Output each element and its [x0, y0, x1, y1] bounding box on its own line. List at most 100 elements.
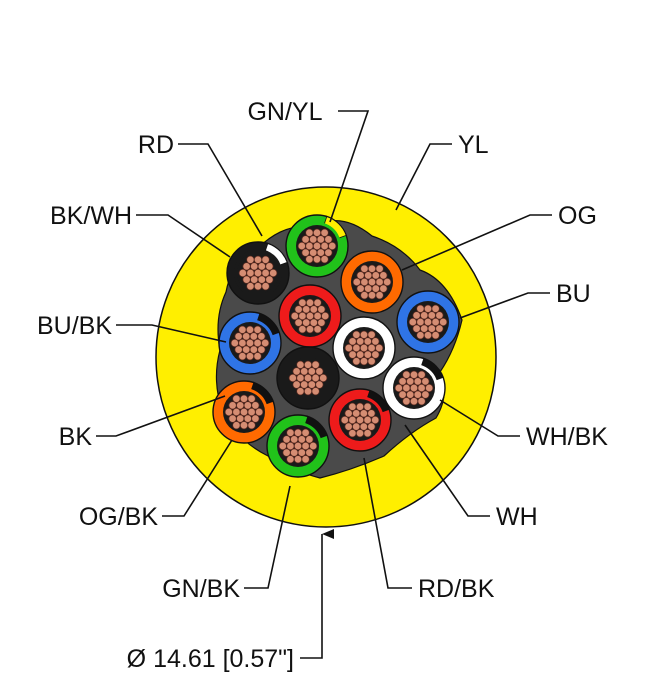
strand — [421, 377, 430, 386]
strand — [408, 317, 417, 327]
conductor-bu — [396, 290, 460, 354]
strand — [371, 271, 380, 280]
strand — [409, 397, 419, 406]
strand — [278, 441, 287, 451]
copper-strands — [290, 298, 330, 334]
strand — [290, 448, 299, 457]
strand — [367, 277, 377, 287]
strand — [261, 338, 270, 348]
strand — [363, 402, 372, 411]
strand — [398, 377, 407, 386]
strand — [239, 407, 249, 417]
strand — [311, 387, 320, 396]
strand — [352, 409, 361, 418]
strand — [301, 235, 310, 244]
conductor-wh-bk — [382, 356, 446, 420]
strand — [251, 414, 260, 423]
strand — [238, 325, 247, 334]
strand — [257, 345, 266, 354]
strand — [265, 275, 274, 284]
conductor-bk-wh — [226, 241, 290, 305]
strand — [302, 318, 311, 327]
strand — [261, 282, 270, 291]
strand — [305, 325, 315, 334]
label-rd: RD — [138, 131, 174, 159]
strand — [367, 264, 377, 273]
strand — [309, 248, 318, 257]
label-og: OG — [558, 202, 597, 230]
strand — [302, 305, 311, 314]
strand — [232, 407, 241, 417]
strand — [288, 373, 297, 383]
strand — [394, 383, 403, 393]
strand — [313, 311, 322, 321]
strand — [296, 387, 305, 396]
strand — [360, 264, 369, 273]
strand — [245, 352, 255, 361]
strand — [363, 337, 372, 346]
strand — [352, 277, 361, 287]
strand — [297, 241, 306, 251]
strand — [317, 318, 326, 327]
strand — [224, 407, 233, 417]
strand — [286, 455, 295, 464]
conductor-wh — [332, 316, 396, 380]
leader-gn-bk — [244, 485, 291, 589]
strand — [355, 429, 365, 438]
strand — [234, 332, 243, 341]
strand — [416, 331, 425, 340]
strand — [253, 268, 263, 278]
strand — [293, 428, 303, 437]
strand — [348, 429, 357, 438]
strand — [316, 235, 325, 244]
label-rd-bk: RD/BK — [418, 575, 495, 603]
strand — [360, 277, 369, 287]
strand — [367, 330, 376, 339]
strand — [425, 383, 434, 393]
strand — [319, 373, 328, 383]
strand — [431, 331, 440, 340]
strand — [297, 435, 306, 444]
strand — [340, 415, 349, 425]
strand — [247, 394, 256, 403]
strand — [257, 275, 266, 284]
strand — [230, 338, 239, 348]
strand — [423, 331, 433, 340]
label-wh-bk: WH/BK — [526, 423, 608, 451]
strand — [406, 390, 415, 399]
leader-og-bk — [162, 439, 233, 517]
strand — [305, 298, 315, 307]
strand — [420, 324, 429, 333]
leader-og — [401, 214, 552, 271]
strand — [249, 332, 258, 341]
strand — [301, 441, 310, 451]
strand — [375, 264, 384, 273]
copper-strands — [297, 228, 337, 264]
leader-rd-bk — [363, 457, 412, 589]
strand — [383, 277, 392, 287]
strand — [245, 325, 255, 334]
copper-strands — [278, 428, 318, 464]
strand — [301, 248, 310, 257]
strand — [246, 282, 255, 291]
strand — [242, 262, 251, 271]
strand — [420, 311, 429, 320]
strand — [305, 255, 314, 264]
strand — [413, 390, 422, 399]
strand — [313, 298, 322, 307]
label-bu-bk: BU/BK — [37, 312, 112, 340]
strand — [364, 284, 373, 293]
strand — [250, 262, 259, 271]
strand — [305, 241, 314, 251]
strand — [294, 318, 303, 327]
strand — [239, 394, 249, 403]
strand — [290, 435, 299, 444]
strand — [312, 228, 322, 237]
conductor-gn-yl — [285, 214, 349, 278]
strand — [375, 343, 384, 353]
copper-strands — [230, 325, 270, 361]
conductor-rd-bk — [328, 388, 392, 452]
strand — [238, 268, 247, 278]
strand — [282, 448, 291, 457]
copper-strands — [352, 264, 392, 300]
